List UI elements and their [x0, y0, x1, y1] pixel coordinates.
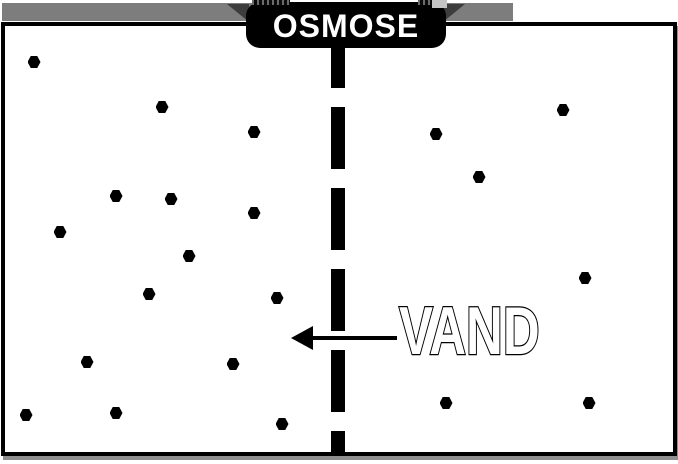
ribbon-hatch-left — [252, 0, 290, 5]
ribbon-hatch-right — [418, 0, 432, 5]
water-label: VAND — [398, 293, 541, 369]
arrow-left-icon — [291, 326, 313, 350]
water-flow-arrow — [291, 326, 397, 350]
arrow-tail — [310, 336, 397, 340]
membrane-dashed-line — [331, 26, 345, 452]
title-banner: OSMOSE — [246, 2, 446, 48]
ribbon-corner-patch — [432, 0, 447, 8]
diagram-title: OSMOSE — [272, 8, 420, 44]
